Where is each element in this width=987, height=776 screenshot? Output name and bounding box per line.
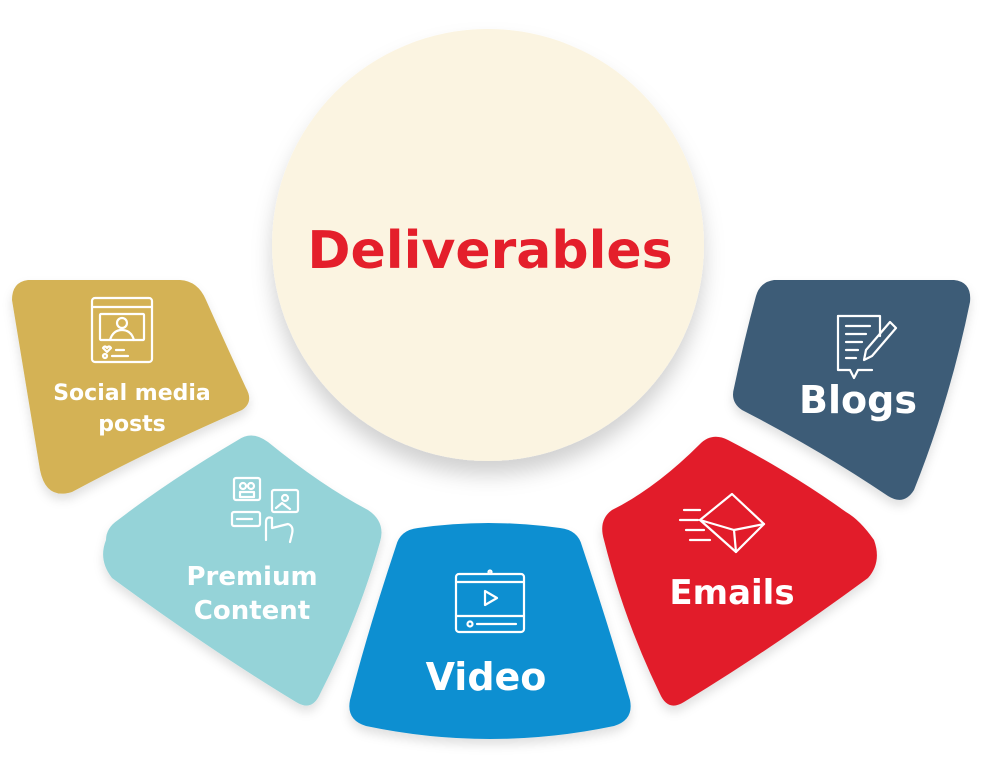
blog-document-icon <box>836 314 898 380</box>
premium-label-line1: Premium <box>186 562 317 592</box>
center-circle: Deliverables <box>272 29 704 461</box>
emails-label: Emails <box>669 573 794 613</box>
video-label: Video <box>426 655 547 699</box>
segment-premium-content: Premium Content <box>103 435 382 706</box>
segment-social-shape <box>12 280 250 494</box>
social-label-line1: Social media <box>53 381 211 406</box>
segment-emails-shape <box>602 436 877 706</box>
center-title: Deliverables <box>307 221 672 281</box>
video-player-icon <box>454 569 526 634</box>
email-envelope-icon <box>678 492 766 554</box>
segment-emails: Emails <box>602 436 877 706</box>
segment-blogs: Blogs <box>733 280 971 500</box>
premium-label-line2: Content <box>194 596 310 626</box>
segment-video: Video <box>349 523 631 739</box>
premium-content-icon <box>230 476 300 544</box>
social-label-line2: posts <box>98 412 166 437</box>
center-circle-shape <box>272 29 704 461</box>
segment-blogs-shape <box>733 280 971 500</box>
social-post-icon <box>90 296 154 364</box>
segment-social-media-posts: Social media posts <box>12 280 250 494</box>
segment-premium-shape <box>103 435 382 706</box>
blogs-label: Blogs <box>799 378 917 422</box>
